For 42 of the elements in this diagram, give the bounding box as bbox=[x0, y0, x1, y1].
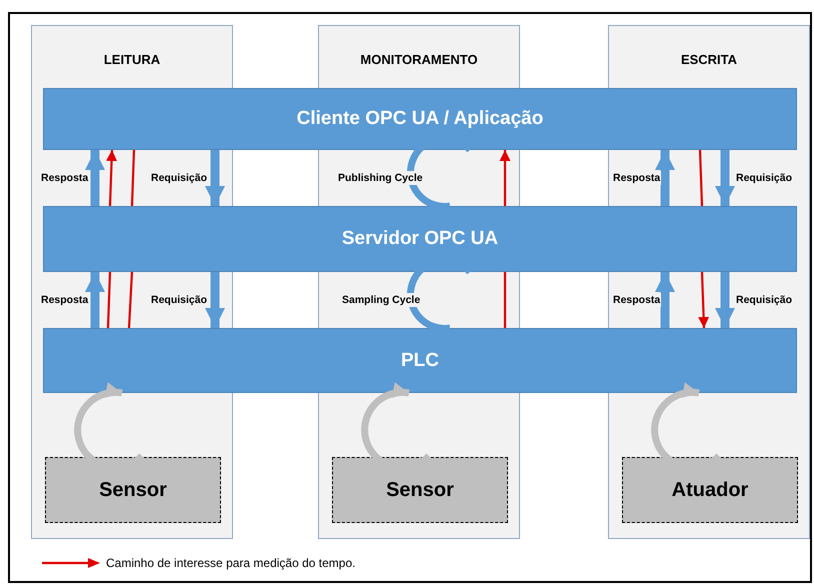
block-arrow bbox=[715, 272, 735, 328]
block-arrow bbox=[85, 150, 105, 206]
layer-band bbox=[43, 88, 797, 150]
path-line bbox=[698, 150, 704, 206]
edge-label: Publishing Cycle bbox=[337, 171, 424, 185]
edge-label: Requisição bbox=[735, 293, 794, 307]
layer-band bbox=[43, 206, 797, 272]
path-arrow bbox=[500, 150, 510, 206]
edge-label: Requisição bbox=[150, 171, 208, 185]
legend-text: Caminho de interesse para medição do tempo. bbox=[106, 556, 356, 570]
band-title: Servidor OPC UA bbox=[342, 228, 498, 250]
path-arrow bbox=[698, 272, 710, 328]
path-arrow bbox=[106, 150, 118, 206]
column-heading: LEITURA bbox=[104, 52, 160, 67]
device-label: Sensor bbox=[386, 478, 454, 502]
device-box bbox=[332, 457, 508, 523]
path-line bbox=[106, 272, 112, 328]
device-box bbox=[45, 457, 221, 523]
band-title: PLC bbox=[401, 350, 439, 372]
edge-label: Requisição bbox=[735, 171, 794, 185]
edge-label: Resposta bbox=[40, 293, 90, 307]
device-box bbox=[622, 457, 798, 523]
edge-label: Resposta bbox=[40, 171, 90, 185]
device-label: Sensor bbox=[99, 478, 167, 502]
column-heading: ESCRITA bbox=[680, 52, 738, 67]
edge-label: Resposta bbox=[612, 171, 662, 185]
edge-label: Requisição bbox=[150, 293, 208, 307]
block-arrow bbox=[205, 150, 225, 206]
layer-band bbox=[43, 328, 797, 393]
edge-label: Sampling Cycle bbox=[341, 293, 422, 307]
column-heading: MONITORAMENTO bbox=[360, 52, 478, 67]
block-arrow bbox=[715, 150, 735, 206]
device-label: Atuador bbox=[672, 478, 748, 502]
block-arrow bbox=[655, 272, 675, 328]
block-arrow bbox=[205, 272, 225, 328]
edge-label: Resposta bbox=[612, 293, 662, 307]
path-line bbox=[504, 272, 506, 328]
path-line bbox=[130, 150, 136, 206]
block-arrow bbox=[85, 272, 105, 328]
block-arrow bbox=[655, 150, 675, 206]
band-title: Cliente OPC UA / Aplicação bbox=[296, 108, 544, 130]
path-line bbox=[128, 272, 134, 328]
